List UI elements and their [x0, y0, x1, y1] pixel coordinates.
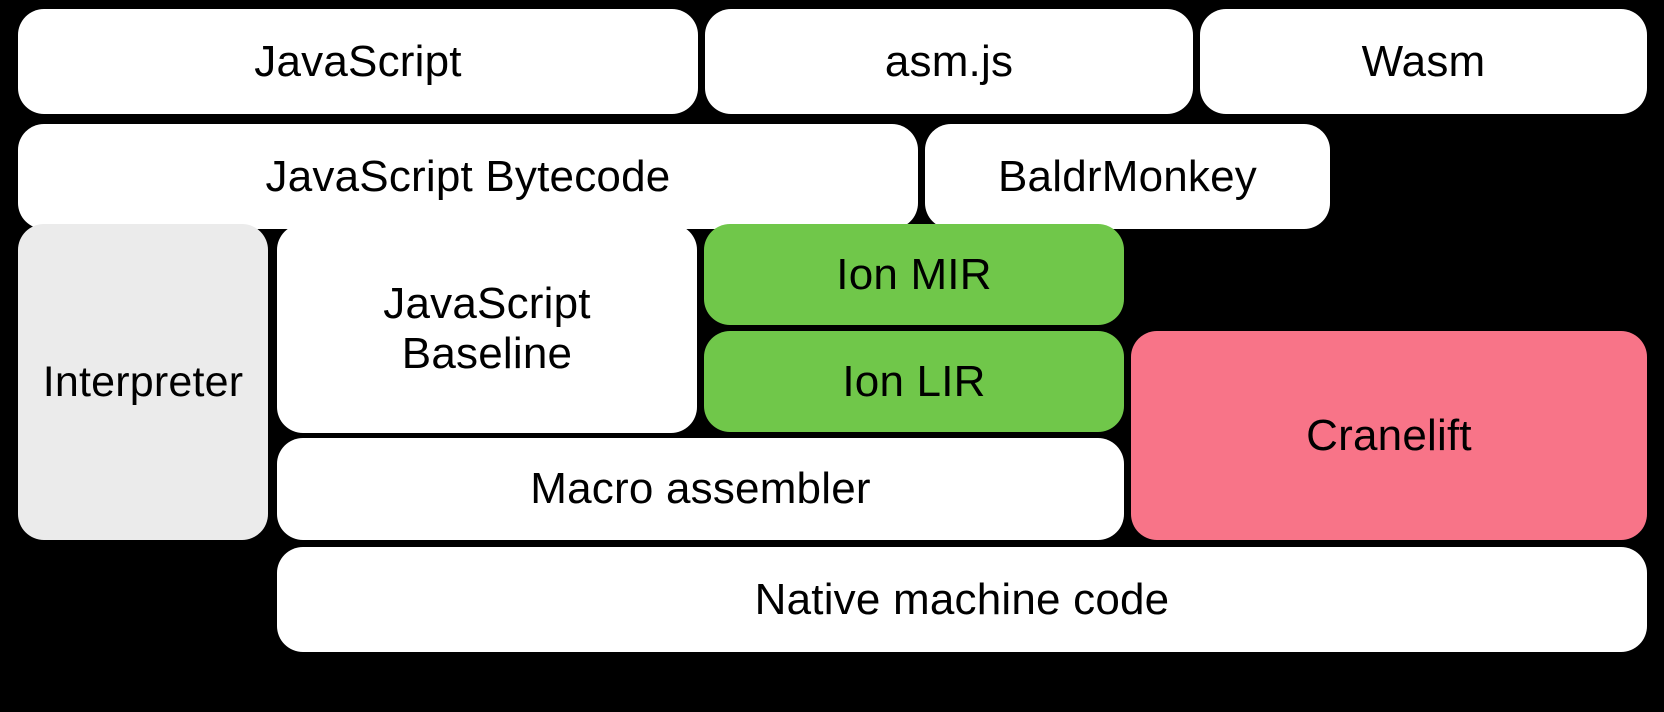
node-asm-js[interactable]: asm.js	[705, 9, 1193, 114]
node-native-machine-code[interactable]: Native machine code	[277, 547, 1647, 652]
node-javascript-bytecode[interactable]: JavaScript Bytecode	[18, 124, 918, 229]
node-ion-mir[interactable]: Ion MIR	[704, 224, 1124, 325]
node-wasm[interactable]: Wasm	[1200, 9, 1647, 114]
node-javascript-baseline[interactable]: JavaScript Baseline	[277, 224, 697, 433]
node-interpreter[interactable]: Interpreter	[18, 224, 268, 540]
node-javascript[interactable]: JavaScript	[18, 9, 698, 114]
node-ion-lir[interactable]: Ion LIR	[704, 331, 1124, 432]
node-baldrmonkey[interactable]: BaldrMonkey	[925, 124, 1330, 229]
node-macro-assembler[interactable]: Macro assembler	[277, 438, 1124, 540]
node-cranelift[interactable]: Cranelift	[1131, 331, 1647, 540]
